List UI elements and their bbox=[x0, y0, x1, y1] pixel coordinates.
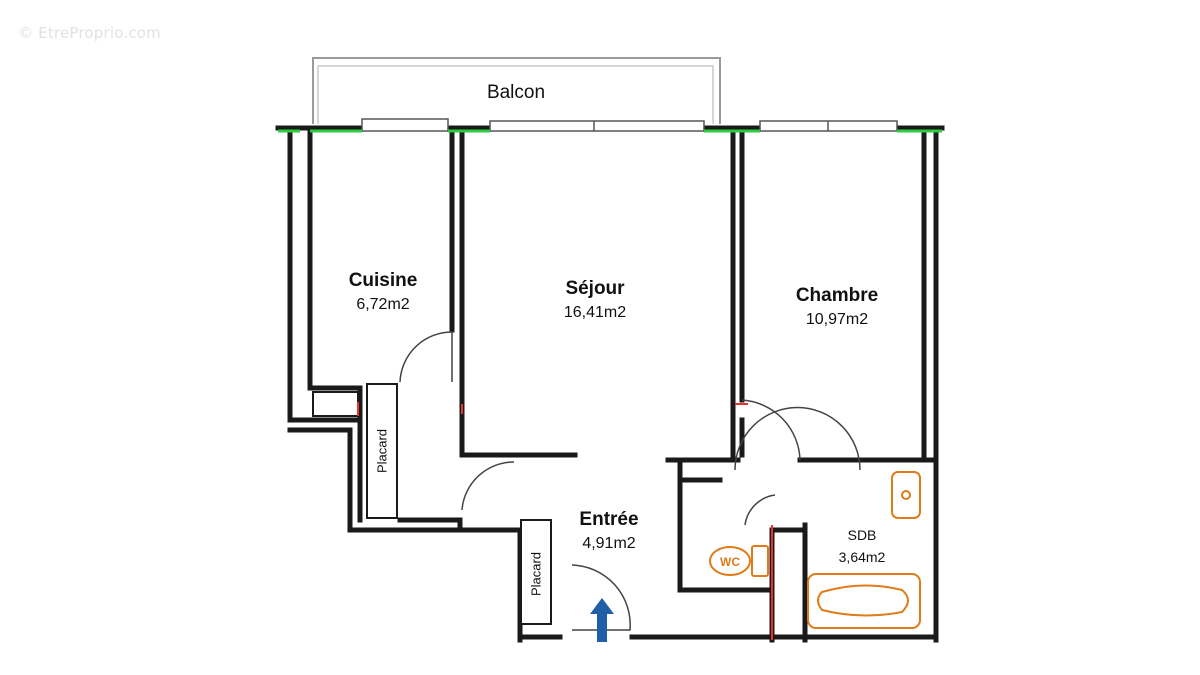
doors bbox=[399, 331, 861, 631]
sejour-window bbox=[489, 120, 705, 132]
closet-2 bbox=[520, 519, 552, 625]
wc-door bbox=[734, 406, 861, 471]
hall-inner-wall bbox=[397, 517, 463, 533]
chambre-door bbox=[741, 399, 801, 461]
room-cuisine-name: Cuisine bbox=[348, 270, 418, 291]
sdb-door bbox=[744, 494, 776, 526]
wc-walls bbox=[677, 457, 775, 643]
walls bbox=[275, 57, 945, 643]
closet-1 bbox=[366, 383, 398, 519]
sink bbox=[891, 471, 921, 519]
right-exterior-wall bbox=[921, 132, 939, 643]
wc-tank bbox=[751, 545, 769, 577]
kitchen-closet bbox=[312, 391, 359, 417]
entry-door bbox=[571, 564, 631, 631]
balcony-label: Balcon bbox=[486, 82, 546, 103]
sejour-bottom-wall bbox=[459, 452, 741, 463]
wc-bowl bbox=[709, 546, 751, 576]
room-entree-area: 4,91m2 bbox=[582, 535, 636, 552]
door-markers bbox=[357, 402, 773, 640]
sejour-door bbox=[461, 461, 515, 511]
room-sejour-area: 16,41m2 bbox=[563, 304, 627, 321]
room-entree-name: Entrée bbox=[579, 509, 639, 530]
bathtub-inner bbox=[817, 584, 909, 617]
room-sdb-name: SDB bbox=[847, 527, 877, 543]
balcony-railing-inner bbox=[317, 65, 714, 124]
kitchen-sejour-wall bbox=[449, 132, 465, 458]
room-cuisine-area: 6,72m2 bbox=[356, 296, 410, 313]
balcony-railing bbox=[312, 57, 721, 124]
room-sejour-name: Séjour bbox=[565, 278, 625, 299]
entry-arrow-icon bbox=[590, 598, 614, 642]
watermark-text: © EtreProprio.com bbox=[18, 24, 161, 42]
closets bbox=[312, 383, 552, 625]
wc-label: WC bbox=[720, 555, 740, 569]
kitchen-window bbox=[361, 118, 449, 132]
chambre-bottom-wall bbox=[739, 417, 939, 463]
room-chambre-name: Chambre bbox=[795, 285, 879, 306]
room-chambre-area: 10,97m2 bbox=[805, 311, 869, 328]
hall-left-wall bbox=[287, 427, 523, 643]
windows bbox=[361, 118, 898, 132]
kitchen-door bbox=[399, 331, 453, 383]
sdb-walls bbox=[772, 522, 808, 643]
bathtub bbox=[807, 573, 921, 629]
room-sdb-area: 3,64m2 bbox=[838, 549, 886, 565]
bathroom-fixtures bbox=[807, 471, 921, 629]
kitchen-bottom-wall bbox=[287, 385, 363, 523]
closet-label-2: Placard bbox=[528, 551, 544, 597]
wc-fixture: WC bbox=[709, 545, 769, 577]
sejour-chambre-wall bbox=[730, 132, 745, 463]
kitchen-left-wall bbox=[287, 125, 313, 423]
closet-label-1: Placard bbox=[374, 428, 390, 474]
